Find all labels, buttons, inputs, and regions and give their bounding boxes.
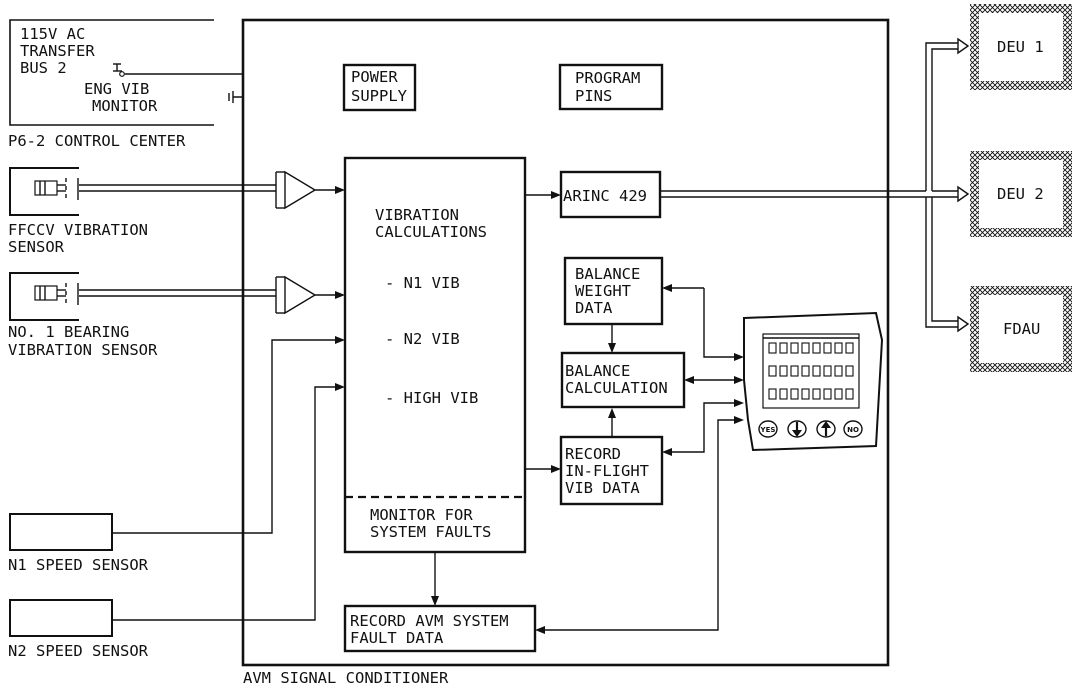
display-cell	[823, 365, 832, 377]
deu2-label: DEU 2	[997, 185, 1044, 203]
no-key: NO	[843, 420, 863, 438]
balance-weight-label-1: BALANCE	[575, 265, 640, 283]
display-cell	[790, 342, 799, 354]
display-cell	[834, 388, 843, 400]
record-avm-fault-data-box: RECORD AVM SYSTEM FAULT DATA	[343, 604, 537, 653]
display-cell	[823, 342, 832, 354]
display-cell	[845, 388, 854, 400]
display-cell	[823, 388, 832, 400]
signal-conditioner-label: AVM SIGNAL CONDITIONER	[243, 669, 449, 687]
balance-weight-label-3: DATA	[575, 299, 613, 317]
display-cell	[812, 365, 821, 377]
fdau-box: FDAU	[970, 286, 1072, 372]
n1-speed-sensor-label: N1 SPEED SENSOR	[8, 556, 149, 574]
ffccv-vibration-sensor: FFCCV VIBRATION SENSOR	[8, 167, 345, 256]
no-key-label: NO	[847, 426, 859, 434]
display-cell	[779, 342, 788, 354]
arinc-429-label: ARINC 429	[563, 187, 647, 205]
n2-speed-sensor: N2 SPEED SENSOR	[8, 383, 345, 660]
bearing-sensor-label-2: VIBRATION SENSOR	[8, 341, 158, 359]
display-cell	[812, 388, 821, 400]
display-cell	[768, 388, 777, 400]
record-inflight-label-2: IN-FLIGHT	[565, 462, 649, 480]
yes-key-label: YES	[760, 426, 776, 434]
n1-speed-sensor: N1 SPEED SENSOR	[8, 336, 345, 574]
circuit-breaker-icon	[113, 63, 125, 77]
display-cell	[790, 365, 799, 377]
record-inflight-label-1: RECORD	[565, 445, 621, 463]
yes-key: YES	[758, 420, 778, 438]
balance-weight-label-2: WEIGHT	[575, 282, 631, 300]
balance-calc-label-2: CALCULATION	[565, 379, 668, 397]
display-unit: YES NO	[743, 311, 884, 452]
arinc-429-box: ARINC 429	[559, 170, 662, 219]
control-center-panel: 115V AC TRANSFER BUS 2 ENG VIB MONITOR P…	[8, 19, 214, 150]
monitor-faults-label-1: MONITOR FOR	[370, 506, 473, 524]
vibration-calc-label-2: CALCULATIONS	[375, 223, 487, 241]
program-pins-label-2: PINS	[575, 87, 612, 105]
deu2-box: DEU 2	[970, 151, 1072, 237]
arinc-bus-lines	[660, 37, 970, 333]
down-arrow-icon	[792, 430, 802, 437]
n1-vib-label: - N1 VIB	[385, 274, 460, 292]
ffccv-sensor-label-1: FFCCV VIBRATION	[8, 221, 148, 239]
no1-bearing-vibration-sensor: NO. 1 BEARING VIBRATION SENSOR	[8, 272, 345, 359]
power-supply-box: POWER SUPPLY	[342, 63, 417, 112]
display-cell	[834, 342, 843, 354]
down-arrow-key	[787, 420, 807, 438]
power-supply-label-1: POWER	[351, 68, 398, 86]
deu1-box: DEU 1	[970, 4, 1072, 90]
ac-bus-label-3: BUS 2	[20, 59, 67, 77]
record-inflight-vib-data-box: RECORD IN-FLIGHT VIB DATA	[559, 435, 664, 506]
n2-vib-label: - N2 VIB	[385, 330, 460, 348]
program-pins-label-1: PROGRAM	[575, 69, 640, 87]
ac-bus-label-2: TRANSFER	[20, 42, 95, 60]
display-cell	[801, 342, 810, 354]
display-cell	[845, 365, 854, 377]
display-cell	[834, 365, 843, 377]
up-arrow-key	[816, 420, 836, 438]
record-inflight-label-3: VIB DATA	[565, 479, 640, 497]
display-cell	[768, 342, 777, 354]
record-avm-label-1: RECORD AVM SYSTEM	[350, 612, 509, 630]
record-avm-label-2: FAULT DATA	[350, 629, 444, 647]
balance-calc-label-1: BALANCE	[565, 362, 630, 380]
vibration-calc-label-1: VIBRATION	[375, 206, 459, 224]
program-pins-box: PROGRAM PINS	[558, 63, 664, 111]
control-center-label: P6-2 CONTROL CENTER	[8, 132, 186, 150]
bearing-sensor-label-1: NO. 1 BEARING	[8, 323, 129, 341]
n2-speed-sensor-label: N2 SPEED SENSOR	[8, 642, 149, 660]
display-cell	[790, 388, 799, 400]
deu1-label: DEU 1	[997, 38, 1044, 56]
high-vib-label: - HIGH VIB	[385, 389, 478, 407]
display-cell	[812, 342, 821, 354]
display-screen	[762, 333, 860, 409]
display-cell	[779, 388, 788, 400]
display-cell	[779, 365, 788, 377]
display-cell	[801, 365, 810, 377]
display-character-cells	[768, 342, 854, 400]
balance-weight-data-box: BALANCE WEIGHT DATA	[563, 256, 664, 326]
eng-vib-monitor-label-2: MONITOR	[92, 97, 158, 115]
monitor-faults-label-2: SYSTEM FAULTS	[370, 523, 491, 541]
display-cell	[768, 365, 777, 377]
ac-bus-label-1: 115V AC	[20, 25, 85, 43]
power-supply-label-2: SUPPLY	[351, 87, 408, 105]
vibration-calculations-box: VIBRATION CALCULATIONS - N1 VIB - N2 VIB…	[343, 156, 527, 554]
ffccv-sensor-label-2: SENSOR	[8, 238, 65, 256]
fdau-label: FDAU	[1003, 320, 1040, 338]
display-cell	[801, 388, 810, 400]
up-arrow-icon	[821, 421, 831, 428]
eng-vib-monitor-label-1: ENG VIB	[84, 80, 149, 98]
display-cell	[845, 342, 854, 354]
balance-calculation-box: BALANCE CALCULATION	[560, 351, 686, 409]
